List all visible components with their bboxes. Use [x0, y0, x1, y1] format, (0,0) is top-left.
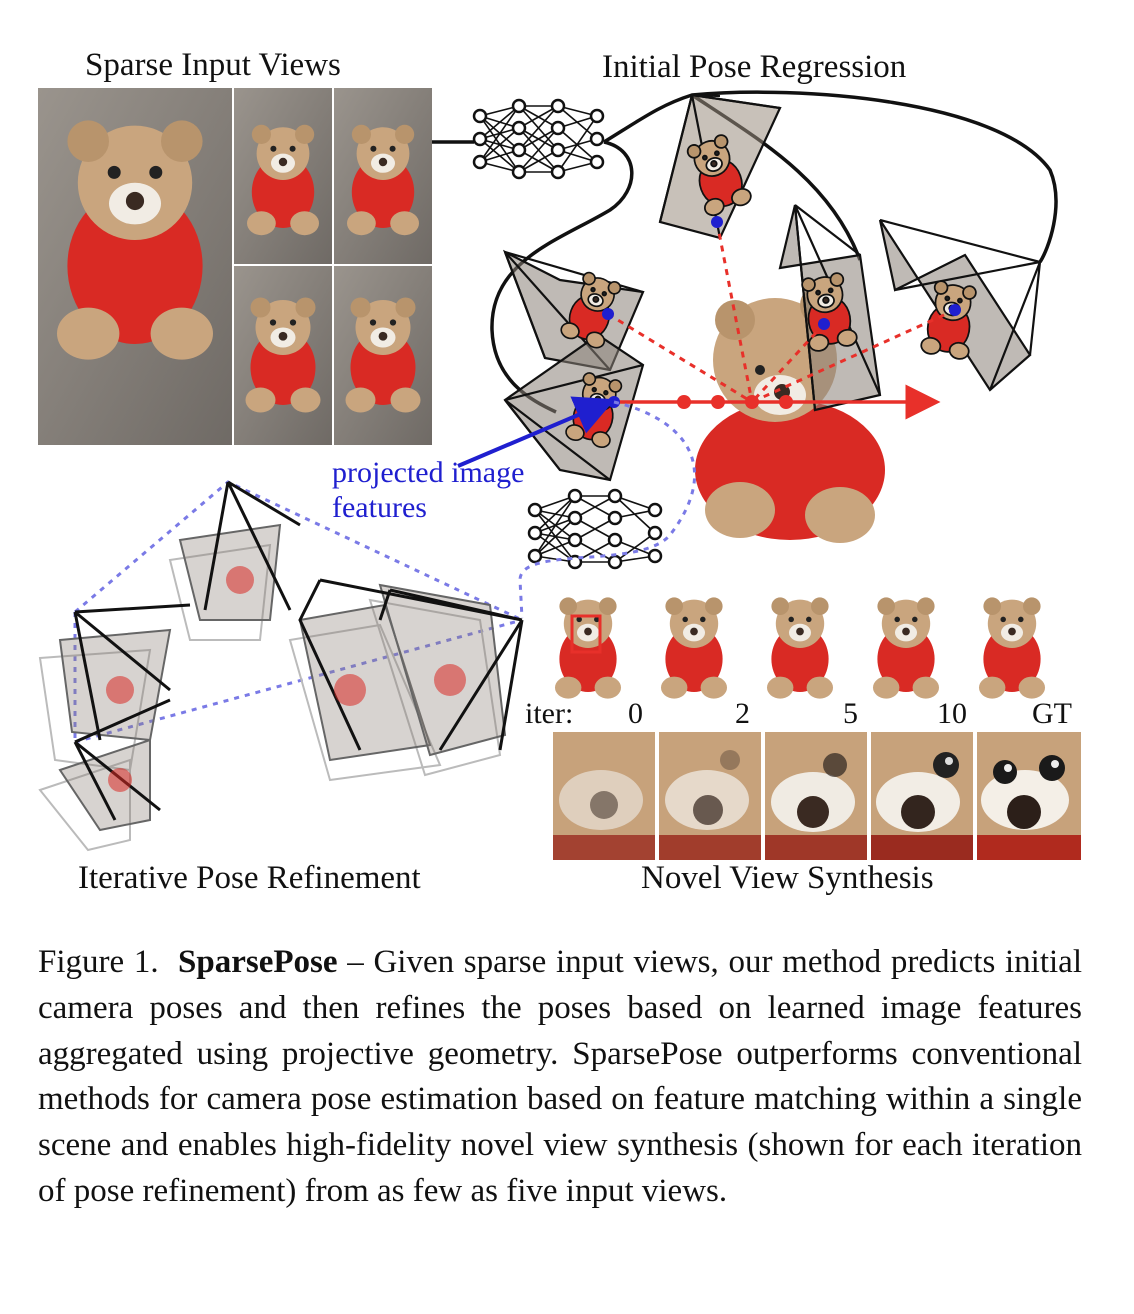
- caption-text: – Given sparse input views, our method p…: [38, 944, 1083, 1209]
- caption-method-name: SparsePose: [178, 944, 338, 980]
- neural-network-refinement: [527, 488, 663, 570]
- label-sparse-input-views: Sparse Input Views: [85, 47, 341, 83]
- zoom-crop-iter-2: [659, 732, 761, 860]
- iter-value-0: 0: [628, 697, 643, 730]
- iterative-pose-refinement: [38, 480, 524, 852]
- iter-value-5: 5: [843, 697, 858, 730]
- iter-label: iter:: [525, 697, 574, 730]
- label-features: features: [332, 491, 427, 524]
- zoom-crops: [553, 732, 1081, 860]
- projection-rays: [607, 221, 956, 404]
- projected-features-arrow: [457, 396, 616, 468]
- iter-value-2: 2: [735, 697, 750, 730]
- label-projected-image: projected image: [332, 456, 525, 489]
- label-iterative-pose-refinement: Iterative Pose Refinement: [78, 860, 421, 896]
- zoom-crop-iter-10: [871, 732, 973, 860]
- caption-figure-label: Figure 1.: [38, 944, 159, 980]
- figure-caption: Figure 1. SparsePose – Given sparse inpu…: [38, 940, 1082, 1215]
- zoom-region-box: [570, 614, 602, 654]
- neural-network-regression: [472, 98, 605, 180]
- figure: Sparse Input Views Initial Pose Regressi…: [38, 47, 1081, 896]
- zoom-crop-iter-5: [765, 732, 867, 860]
- iter-value-gt: GT: [1032, 697, 1072, 730]
- novel-view-renders: [555, 597, 1045, 699]
- figure-canvas: [38, 88, 1081, 860]
- zoom-crop-gt: [977, 732, 1081, 860]
- label-initial-pose-regression: Initial Pose Regression: [602, 49, 907, 85]
- label-novel-view-synthesis: Novel View Synthesis: [641, 860, 934, 896]
- iter-value-10: 10: [937, 697, 967, 730]
- zoom-crop-iter-0: [553, 732, 655, 860]
- sparse-input-views: [38, 88, 432, 445]
- ray-direction: [614, 384, 941, 420]
